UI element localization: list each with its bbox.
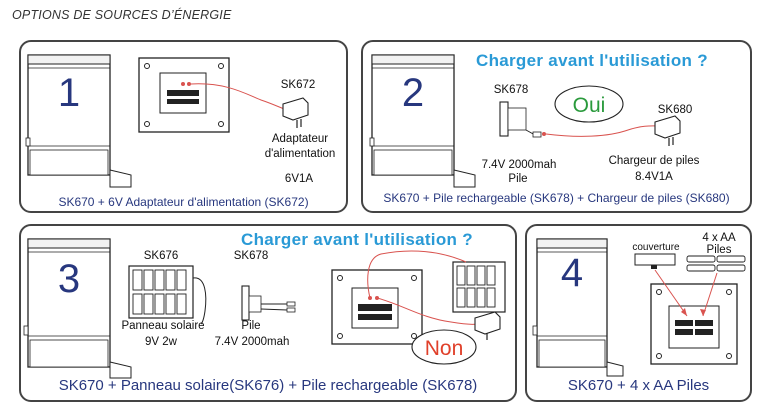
answer-no-label: Non	[425, 337, 464, 360]
solar-spec-label: 9V 2w	[145, 336, 177, 348]
option-panel-3: 3	[19, 224, 517, 402]
cover-label: couverture	[632, 242, 680, 253]
adapter-voltage-label: 6V1A	[284, 173, 314, 185]
panel-1-illustration: 1	[25, 54, 309, 188]
panel-2-illustration: 2 Oui	[369, 54, 681, 188]
adapter-name-line1: Adaptateur	[271, 133, 329, 145]
option-panel-2: 2 Oui Charger avant l'utilisation ? SK67…	[361, 40, 752, 213]
aa-label-line2: Piles	[706, 244, 732, 256]
option-panel-1: 1 SK672 Adaptateur d'alimentation 6V1A S…	[19, 40, 348, 213]
sk670-device-icon	[369, 54, 476, 188]
panel-number: 2	[402, 71, 424, 115]
adapter-code-label: SK672	[280, 79, 316, 91]
solar-name-label: Panneau solaire	[121, 320, 205, 332]
panel-number: 3	[58, 257, 80, 301]
panel-4-illustration: 4	[532, 238, 746, 377]
panel-number: 1	[58, 71, 80, 115]
charge-question: Charger avant l'utilisation ?	[241, 230, 473, 249]
panel-number: 4	[561, 251, 583, 295]
panel-3-caption: SK670 + Panneau solaire(SK676) + Pile re…	[58, 377, 478, 394]
battery-compartment-icon	[331, 269, 423, 345]
solar-panel-icon	[128, 265, 194, 319]
sk670-device-icon	[532, 238, 624, 377]
aa-label-line1: 4 x AA	[702, 232, 736, 244]
battery-pack-icon	[474, 311, 501, 340]
panel-3-illustration: 3	[23, 238, 506, 379]
charger-spec-label: 8.4V1A	[635, 171, 673, 183]
sk670-device-icon	[23, 238, 132, 379]
page-title: OPTIONS DE SOURCES D’ÉNERGIE	[12, 8, 232, 22]
rechargeable-battery-icon	[499, 101, 546, 138]
battery-spec-label: 7.4V 2000mah	[481, 159, 557, 171]
battery-name-label: Pile	[508, 173, 528, 185]
answer-yes-label: Oui	[573, 94, 606, 117]
solar-panel-icon	[452, 261, 506, 313]
option-panel-4: 4 couverture 4 x AA Piles SK670 + 4 x AA…	[525, 224, 752, 402]
rechargeable-battery-icon	[241, 285, 296, 321]
battery-name-label: Pile	[241, 320, 261, 332]
aa-batteries-icon	[686, 255, 746, 272]
charger-name-label: Chargeur de piles	[608, 155, 700, 167]
panel-4-caption: SK670 + 4 x AA Piles	[567, 377, 710, 394]
battery-compartment-icon	[650, 283, 738, 365]
battery-charger-icon	[654, 115, 681, 146]
battery-code-label: SK678	[233, 250, 269, 262]
battery-code-label: SK678	[493, 84, 529, 96]
battery-compartment-icon	[138, 57, 230, 133]
charge-question: Charger avant l'utilisation ?	[476, 51, 708, 70]
power-adapter-icon	[282, 97, 309, 128]
adapter-name-line2: d'alimentation	[264, 148, 336, 160]
solar-code-label: SK676	[143, 250, 179, 262]
battery-spec-label: 7.4V 2000mah	[214, 336, 290, 348]
charger-code-label: SK680	[657, 104, 693, 116]
sk670-device-icon	[25, 54, 132, 188]
panel-2-caption: SK670 + Pile rechargeable (SK678) + Char…	[383, 191, 730, 205]
panel-1-caption: SK670 + 6V Adaptateur d'alimentation (SK…	[58, 195, 309, 209]
